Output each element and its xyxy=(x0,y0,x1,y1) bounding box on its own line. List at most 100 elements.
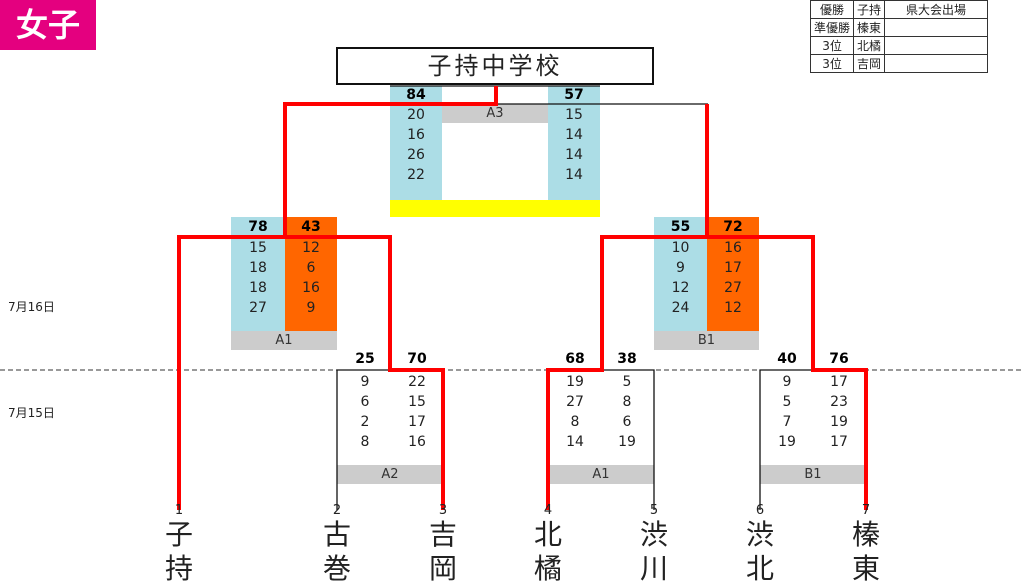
final-right-scores: 15 14 14 14 xyxy=(548,105,600,185)
score: 9 xyxy=(306,300,316,316)
cell: 3位 xyxy=(809,54,855,73)
team-char: 橘 xyxy=(533,552,562,585)
table-row: 優勝 子持 県大会出場 xyxy=(809,0,989,19)
semi1-left-total: 78 xyxy=(248,219,268,235)
r1-match2-court-label: A1 xyxy=(548,465,654,484)
final-left-scores: 20 16 26 22 xyxy=(390,105,442,185)
score: 6 xyxy=(306,260,316,276)
r1-match3-right-total: 76 xyxy=(829,351,849,367)
score: 9 xyxy=(676,260,685,276)
score: 14 xyxy=(565,167,583,183)
team-char: 古 xyxy=(322,518,351,551)
score: 17 xyxy=(830,374,848,390)
score: 24 xyxy=(671,300,690,316)
score: 6 xyxy=(622,414,632,430)
team-char: 渋 xyxy=(745,518,774,551)
score: 12 xyxy=(724,300,742,316)
score: 19 xyxy=(566,374,584,390)
r1-match2-right-scores: 5 8 6 19 xyxy=(605,372,649,452)
score: 23 xyxy=(830,394,848,410)
score: 15 xyxy=(249,240,267,256)
team-number: 7 xyxy=(861,503,871,518)
score: 22 xyxy=(407,167,425,183)
final-left-total: 84 xyxy=(406,87,426,103)
score: 17 xyxy=(724,260,742,276)
team-name-3: 吉岡 xyxy=(423,518,463,586)
cell: 榛東 xyxy=(853,18,886,37)
semi1-right-total: 43 xyxy=(301,219,321,235)
score: 7 xyxy=(782,414,792,430)
team-name-5: 渋川 xyxy=(634,518,674,586)
score: 15 xyxy=(565,107,583,123)
team-number: 2 xyxy=(332,503,342,518)
score: 8 xyxy=(622,394,632,410)
team-name-6: 渋北 xyxy=(740,518,780,586)
team-number: 3 xyxy=(438,503,448,518)
team-char: 吉 xyxy=(428,518,457,551)
r1-match2-left-scores: 19 27 8 14 xyxy=(553,372,597,452)
r1-match1-court-label: A2 xyxy=(337,465,443,484)
score: 5 xyxy=(622,374,632,390)
score: 16 xyxy=(408,434,426,450)
results-table: 優勝 子持 県大会出場 準優勝 榛東 3位 北橘 3位 吉岡 xyxy=(809,0,989,73)
score: 18 xyxy=(249,280,267,296)
r1-match1-left-scores: 9 6 2 8 xyxy=(343,372,387,452)
team-char: 川 xyxy=(639,552,668,585)
final-court-label: A3 xyxy=(442,104,548,123)
cell: 子持 xyxy=(853,0,886,19)
final-right-total: 57 xyxy=(564,87,584,103)
team-number: 5 xyxy=(649,503,659,518)
table-row: 3位 吉岡 xyxy=(809,54,989,73)
score: 18 xyxy=(249,260,267,276)
team-char: 岡 xyxy=(428,552,457,585)
cell: 優勝 xyxy=(809,0,855,19)
score: 5 xyxy=(782,394,792,410)
semi2-court-label: B1 xyxy=(654,331,759,350)
team-name-7: 榛東 xyxy=(846,518,886,586)
team-char: 東 xyxy=(851,552,880,585)
score: 12 xyxy=(302,240,320,256)
team-char: 渋 xyxy=(639,518,668,551)
r1-match2-right-total: 38 xyxy=(617,351,637,367)
score: 27 xyxy=(724,280,742,296)
score: 2 xyxy=(360,414,370,430)
team-char: 北 xyxy=(533,518,562,551)
date-jul15: 7月15日 xyxy=(8,406,55,420)
semi2-left-total: 55 xyxy=(670,219,691,235)
score: 15 xyxy=(408,394,426,410)
score: 9 xyxy=(782,374,792,390)
semi2-left-scores: 10 9 12 24 xyxy=(654,238,707,318)
score: 19 xyxy=(618,434,636,450)
score: 8 xyxy=(360,434,370,450)
girls-badge: 女子 xyxy=(0,0,96,50)
final-yellow-bar xyxy=(390,200,600,217)
team-number: 1 xyxy=(174,503,184,518)
cell: 吉岡 xyxy=(853,54,886,73)
score: 20 xyxy=(407,107,425,123)
cell xyxy=(884,54,989,73)
score: 16 xyxy=(407,127,425,143)
r1-match1-right-total: 70 xyxy=(407,351,427,367)
team-number: 6 xyxy=(755,503,765,518)
r1-match2-left-total: 68 xyxy=(565,351,585,367)
semi1-right-scores: 12 6 16 9 xyxy=(285,238,337,318)
score: 17 xyxy=(408,414,426,430)
score: 26 xyxy=(407,147,425,163)
champion-box: 子持中学校 xyxy=(336,47,654,85)
team-char: 巻 xyxy=(322,552,351,585)
score: 16 xyxy=(302,280,320,296)
cell: 準優勝 xyxy=(809,18,855,37)
semi1-court-label: A1 xyxy=(231,331,337,350)
team-name-4: 北橘 xyxy=(528,518,568,586)
score: 6 xyxy=(360,394,370,410)
score: 9 xyxy=(360,374,370,390)
score: 22 xyxy=(408,374,426,390)
r1-match1-right-scores: 22 15 17 16 xyxy=(395,372,439,452)
team-name-2: 古巻 xyxy=(317,518,357,586)
score: 12 xyxy=(671,280,690,296)
score: 27 xyxy=(566,394,584,410)
semi2-right-total: 72 xyxy=(723,219,743,235)
r1-match3-right-scores: 17 23 19 17 xyxy=(817,372,861,452)
team-char: 榛 xyxy=(851,518,880,551)
